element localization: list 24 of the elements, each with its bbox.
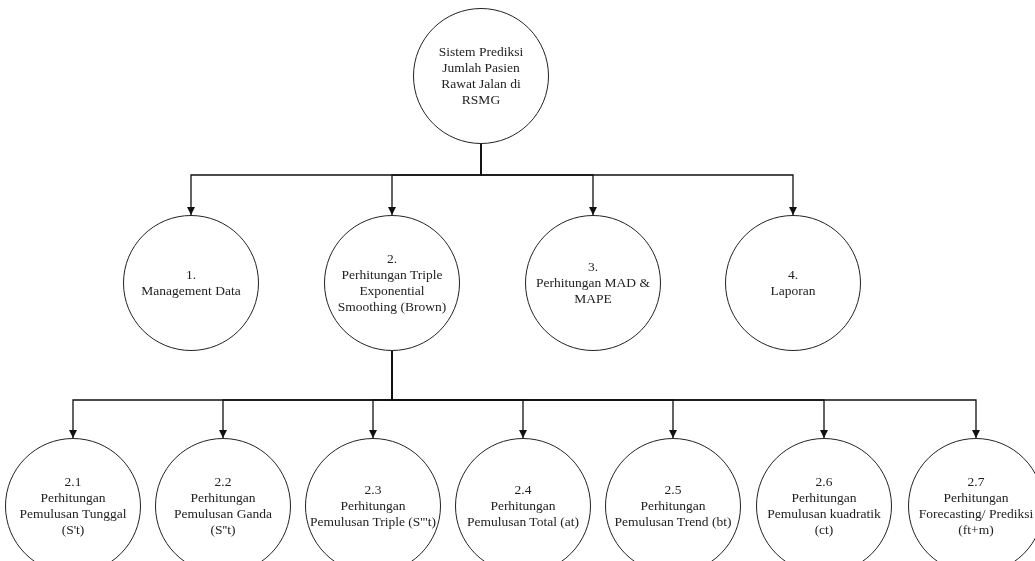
node-label: Perhitungan MAD & MAPE — [535, 275, 651, 307]
node-label: 1. — [185, 267, 197, 283]
node-label: Perhitungan Pemulusan Triple (S'''t) — [310, 498, 436, 530]
node-label: Perhitungan Pemulusan Total (at) — [465, 498, 580, 530]
node-label: Management Data — [141, 283, 241, 299]
node-label: 3. — [587, 259, 599, 275]
arrow — [480, 143, 797, 216]
node-label: 2.3 — [364, 482, 382, 498]
node-label: 2.7 — [967, 474, 985, 490]
node-label: 4. — [787, 267, 799, 283]
node-label: 2.2 — [214, 474, 232, 490]
node-label: 2.5 — [664, 482, 682, 498]
node-label: Perhitungan Pemulusan kuadratik (ct) — [766, 490, 882, 538]
node-label: Perhitungan Pemulusan Tunggal (S't) — [18, 490, 128, 538]
node-label: 2.6 — [815, 474, 833, 490]
node-label: 2.4 — [514, 482, 532, 498]
node-label: Perhitungan Pemulusan Trend (bt) — [613, 498, 733, 530]
node-label: Laporan — [770, 283, 816, 299]
node-label: Perhitungan Forecasting/ Prediksi (ft+m) — [917, 490, 1035, 538]
node-label: 2. — [386, 251, 398, 267]
node-label: Perhitungan Triple Exponential Smoothing (Brown) — [336, 267, 448, 315]
node-label: Perhitungan Pemulusan Ganda (S''t) — [173, 490, 273, 538]
node-label: 2.1 — [64, 474, 82, 490]
node-label: Sistem Prediksi Jumlah Pasien Rawat Jalan di RSMG — [437, 44, 525, 108]
